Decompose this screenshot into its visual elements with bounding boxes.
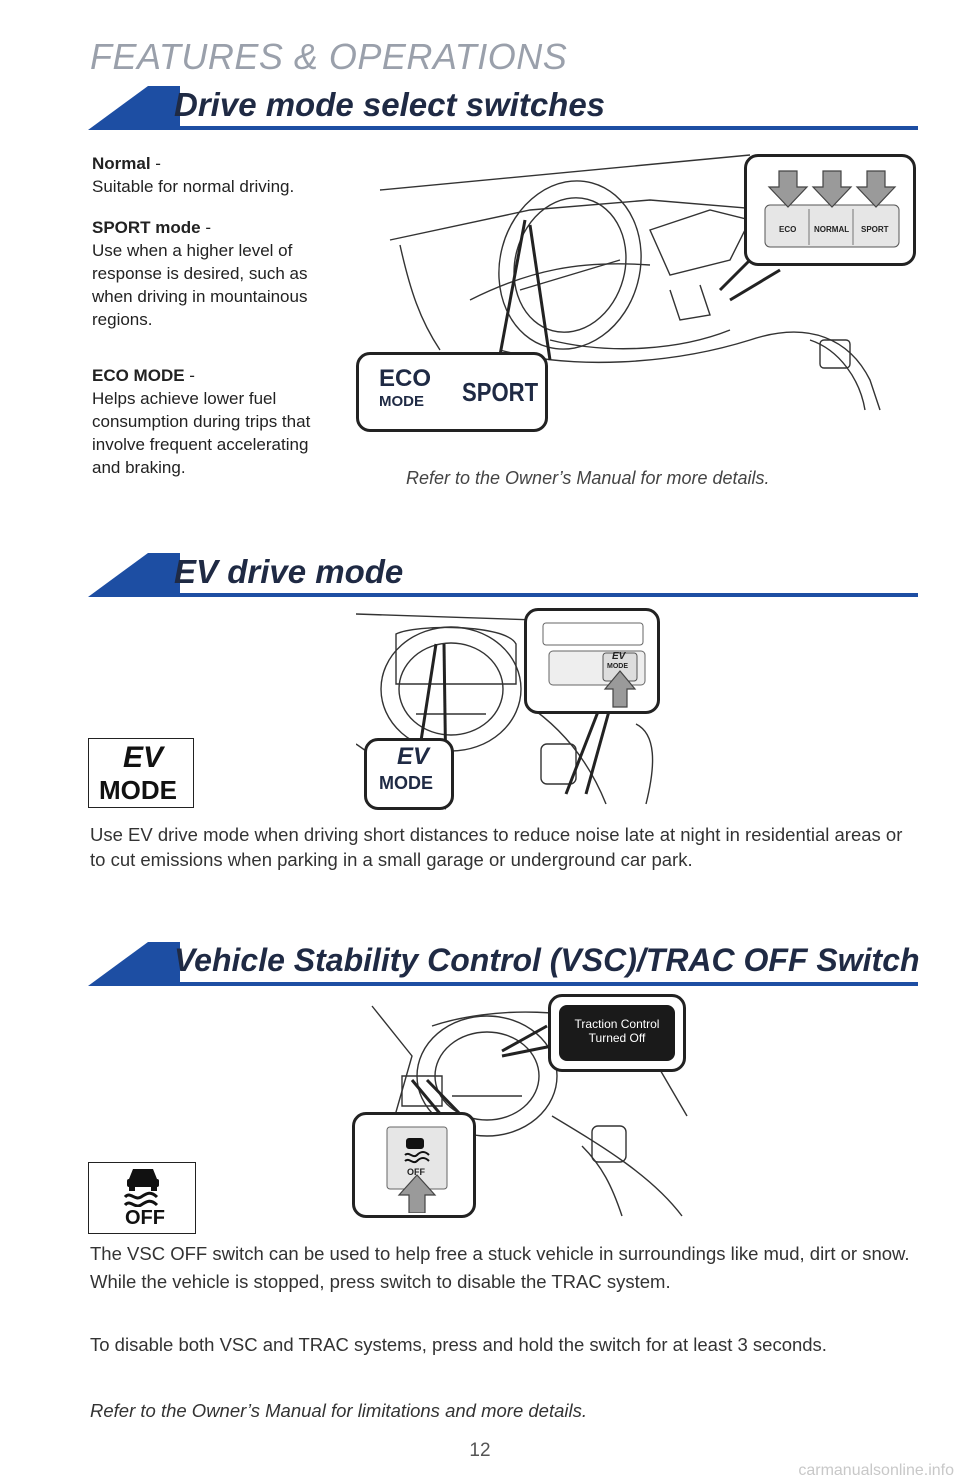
ev-mode-description: Use EV drive mode when driving short dis…	[90, 824, 903, 870]
callout-ev-switch-panel: EV MODE	[524, 608, 660, 714]
callout-vsc-off-button: OFF	[352, 1112, 476, 1218]
mode-label: MODE	[379, 393, 424, 410]
vsc-off-icon: OFF	[88, 1162, 196, 1234]
mode-normal: Normal - Suitable for normal driving.	[92, 154, 295, 196]
section-title-vsc: Vehicle Stability Control (VSC)/TRAC OFF…	[174, 942, 920, 978]
page-title: FEATURES & OPERATIONS	[90, 36, 568, 77]
watermark: carmanualsonline.info	[798, 1462, 954, 1479]
sport-label: SPORT	[462, 377, 539, 407]
dashboard-illustration-drive-mode	[379, 154, 881, 421]
mode-sport: SPORT mode - Use when a higher level of …	[92, 218, 308, 329]
callout-eco-sport-buttons: ECO MODE SPORT	[356, 352, 548, 432]
switch-panel-drawing	[764, 170, 900, 248]
switch-label-sport: SPORT	[861, 225, 889, 234]
skid-car-icon	[123, 1169, 159, 1207]
callout-traction-display: Traction Control Turned Off	[548, 994, 686, 1072]
page-number: 12	[469, 1440, 491, 1461]
vsc-note: Refer to the Owner’s Manual for limitati…	[90, 1400, 587, 1421]
switch-label-normal: NORMAL	[814, 225, 850, 234]
section-header-bar	[88, 942, 918, 986]
display-line-1: Traction Control	[574, 1017, 660, 1031]
section-title-ev-mode: EV drive mode	[174, 553, 404, 590]
section-header-drive-mode: Drive mode select switches	[88, 86, 918, 138]
section-header-bar	[88, 86, 918, 130]
up-arrow-icon	[603, 670, 637, 708]
eco-label: ECO	[379, 365, 432, 392]
mode-eco: ECO MODE - Helps achieve lower fuel cons…	[92, 366, 311, 477]
section-header-bar	[88, 553, 918, 597]
callout-leader-1	[498, 219, 527, 356]
callout-mode-switch-panel: ECO NORMAL SPORT	[744, 154, 916, 266]
switch-label-eco: ECO	[779, 225, 797, 234]
down-arrow-icons	[767, 170, 897, 208]
section-title-drive-mode: Drive mode select switches	[174, 86, 606, 123]
vsc-description-1: The VSC OFF switch can be used to help f…	[90, 1243, 910, 1292]
vsc-description-2: To disable both VSC and TRAC systems, pr…	[90, 1334, 827, 1355]
up-arrow-icon	[397, 1174, 437, 1213]
ev-mode-icon: EV MODE	[88, 738, 194, 808]
multi-info-display: Traction Control Turned Off	[559, 1005, 675, 1061]
callout-ev-mode-button: EV MODE	[364, 738, 454, 810]
section-header-ev-mode: EV drive mode	[88, 553, 918, 605]
display-line-2: Turned Off	[588, 1031, 646, 1045]
drive-mode-note: Refer to the Owner’s Manual for more det…	[406, 468, 770, 488]
section-header-vsc: Vehicle Stability Control (VSC)/TRAC OFF…	[88, 942, 920, 994]
skid-car-icon	[404, 1138, 430, 1164]
